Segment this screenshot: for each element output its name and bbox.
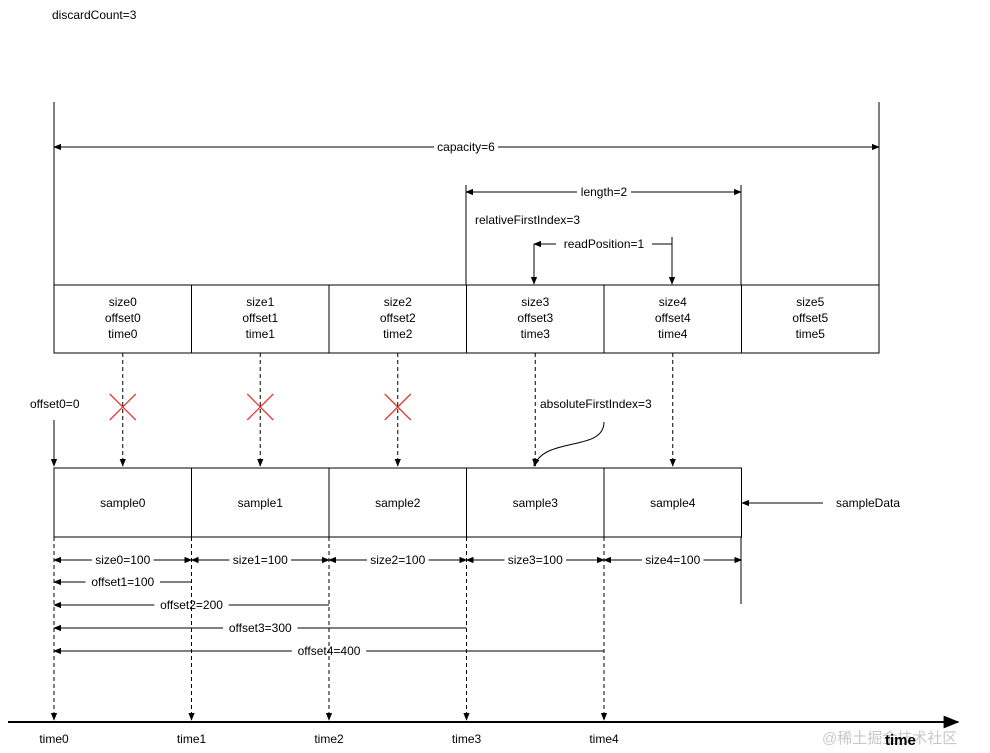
length-label: length=2 xyxy=(581,185,628,199)
queue-slot-box xyxy=(741,284,880,354)
size-label-4: size4=100 xyxy=(645,553,700,567)
size-label-2: size2=100 xyxy=(370,553,425,567)
sample-label: sample2 xyxy=(375,496,421,510)
discard-x-icon xyxy=(246,393,274,421)
queue-slot-3: size3 offset3 time3 xyxy=(466,284,605,354)
sample-box xyxy=(466,467,605,538)
time-tick-label-2: time2 xyxy=(314,732,344,746)
size-label-0: size0=100 xyxy=(95,553,150,567)
sample-data-label: sampleData xyxy=(836,496,900,510)
queue-slot-text: offset4 xyxy=(655,311,691,325)
sample-cell-3: sample3 xyxy=(466,467,605,538)
time-tick-label-1: time1 xyxy=(177,732,207,746)
absolute-first-index-arrow xyxy=(533,421,605,467)
queue-slot-text: offset5 xyxy=(792,311,828,325)
size-label-1: size1=100 xyxy=(233,553,288,567)
queue-slots-row: size0 offset0 time0 size1 offset1 time1 size2 o… xyxy=(53,284,880,354)
sample-label: sample1 xyxy=(238,496,284,510)
capacity-label: capacity=6 xyxy=(437,140,495,154)
discard-x-icon xyxy=(384,393,412,421)
queue-slot-text: time4 xyxy=(658,327,688,341)
sample-data-row: sample0 sample1 sample2 sample3 sample4 xyxy=(53,467,742,538)
discard-x-icon xyxy=(109,393,137,421)
read-position-label: readPosition=1 xyxy=(564,237,645,251)
offset-label-3: offset3=300 xyxy=(229,621,292,635)
absolute-first-index-label: absoluteFirstIndex=3 xyxy=(540,397,652,411)
size-offset-measures: size0=100 size1=100 size2=100 size3=100 size… xyxy=(53,553,743,658)
queue-slot-4: size4 offset4 time4 xyxy=(603,284,742,354)
sample-label: sample3 xyxy=(513,496,559,510)
time-tick-label-3: time3 xyxy=(452,732,482,746)
queue-slot-text: size5 xyxy=(796,295,824,309)
queue-slot-1: size1 offset1 time1 xyxy=(191,284,330,354)
queue-slot-box xyxy=(328,284,467,354)
sample-box xyxy=(53,467,192,538)
slot-to-sample-connectors xyxy=(109,353,676,467)
queue-slot-text: time5 xyxy=(796,327,826,341)
queue-slot-0: size0 offset0 time0 xyxy=(53,284,192,354)
queue-slot-text: time0 xyxy=(108,327,138,341)
discard-count-label: discardCount=3 xyxy=(52,8,137,22)
queue-slot-text: offset0 xyxy=(105,311,141,325)
queue-slot-text: offset2 xyxy=(380,311,416,325)
sample-cell-1: sample1 xyxy=(191,467,330,538)
sample-box xyxy=(191,467,330,538)
queue-slot-text: offset3 xyxy=(517,311,553,325)
sample-cell-0: sample0 xyxy=(53,467,192,538)
watermark: @稀土掘金技术社区 xyxy=(822,730,957,747)
queue-slot-2: size2 offset2 time2 xyxy=(328,284,467,354)
time-tick-label-4: time4 xyxy=(589,732,619,746)
relative-first-index-label: relativeFirstIndex=3 xyxy=(475,213,580,227)
sample-box xyxy=(603,467,742,538)
queue-slot-5: size5 offset5 time5 xyxy=(741,284,880,354)
queue-slot-text: time2 xyxy=(383,327,413,341)
offset-label-1: offset1=100 xyxy=(91,575,154,589)
size-label-3: size3=100 xyxy=(508,553,563,567)
sample-cell-4: sample4 xyxy=(603,467,742,538)
sample-cell-2: sample2 xyxy=(328,467,467,538)
time-ticks: time0 time1 time2 time3 time4 xyxy=(39,537,619,746)
queue-slot-text: size1 xyxy=(246,295,274,309)
queue-slot-text: size2 xyxy=(384,295,412,309)
queue-slot-text: size4 xyxy=(659,295,687,309)
time-axis-label: time xyxy=(885,732,916,749)
offset-label-2: offset2=200 xyxy=(160,598,223,612)
sample-box xyxy=(328,467,467,538)
offset0-label: offset0=0 xyxy=(30,397,80,411)
time-tick-label-0: time0 xyxy=(39,732,69,746)
queue-slot-text: size3 xyxy=(521,295,549,309)
queue-slot-text: size0 xyxy=(109,295,137,309)
queue-slot-box xyxy=(603,284,742,354)
sample-label: sample0 xyxy=(100,496,146,510)
queue-slot-text: time1 xyxy=(246,327,276,341)
queue-slot-text: offset1 xyxy=(242,311,278,325)
queue-slot-text: time3 xyxy=(521,327,551,341)
sample-label: sample4 xyxy=(650,496,696,510)
